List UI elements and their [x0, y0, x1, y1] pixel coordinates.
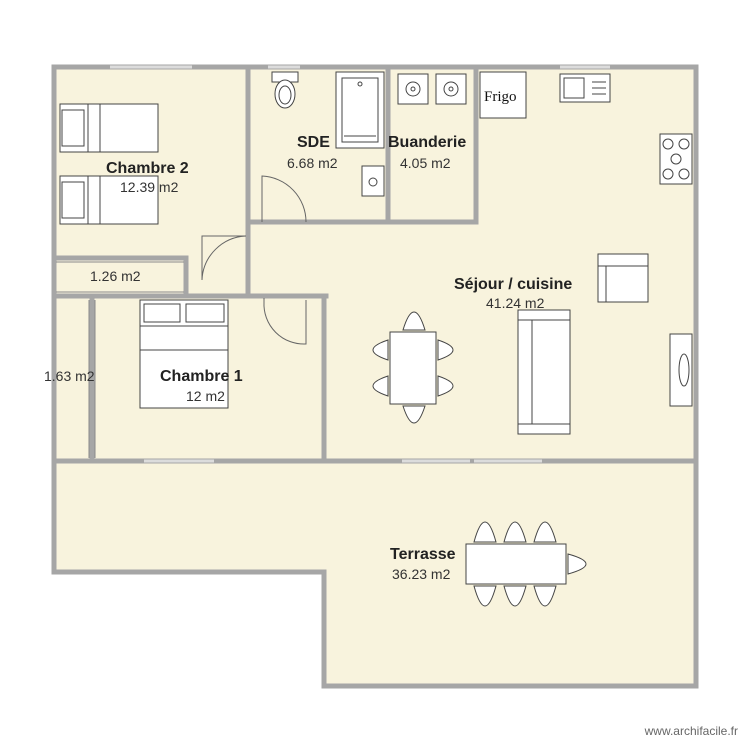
tv: [669, 333, 693, 407]
toilet: [271, 71, 299, 109]
room-area-chambre-2: 12.39 m2: [120, 179, 179, 195]
armchair: [597, 253, 649, 303]
bed-chambre-1: [139, 299, 229, 409]
room-area-placard-2: 1.63 m2: [44, 368, 95, 384]
room-name-terrasse: Terrasse: [390, 546, 456, 563]
fridge: [479, 71, 527, 119]
room-name-sejour: Séjour / cuisine: [454, 276, 573, 293]
doors: [201, 175, 307, 345]
room-area-sde: 6.68 m2: [287, 155, 338, 171]
kitchen-sink: [559, 73, 611, 103]
sofa: [517, 309, 571, 435]
room-name-sde: SDE: [297, 134, 330, 151]
room-area-placard-1: 1.26 m2: [90, 268, 141, 284]
room-area-buanderie: 4.05 m2: [400, 155, 451, 171]
room-name-chambre-2: Chambre 2: [106, 160, 189, 177]
sde-sink: [361, 165, 385, 197]
windows: [110, 65, 610, 463]
fridge-label: Frigo: [484, 89, 517, 105]
room-area-terrasse: 36.23 m2: [392, 566, 451, 582]
room-name-chambre-1: Chambre 1: [160, 368, 243, 385]
room-name-buanderie: Buanderie: [388, 134, 467, 151]
room-area-chambre-1: 12 m2: [186, 388, 225, 404]
shower: [335, 71, 385, 149]
room-area-sejour: 41.24 m2: [486, 295, 545, 311]
cooktop: [659, 133, 693, 185]
watermark: www.archifacile.fr: [644, 724, 738, 738]
washing-machines: [397, 73, 467, 105]
dining-table: [372, 311, 454, 424]
terrace-table: [465, 521, 587, 607]
beds-chambre-2: [59, 103, 159, 225]
